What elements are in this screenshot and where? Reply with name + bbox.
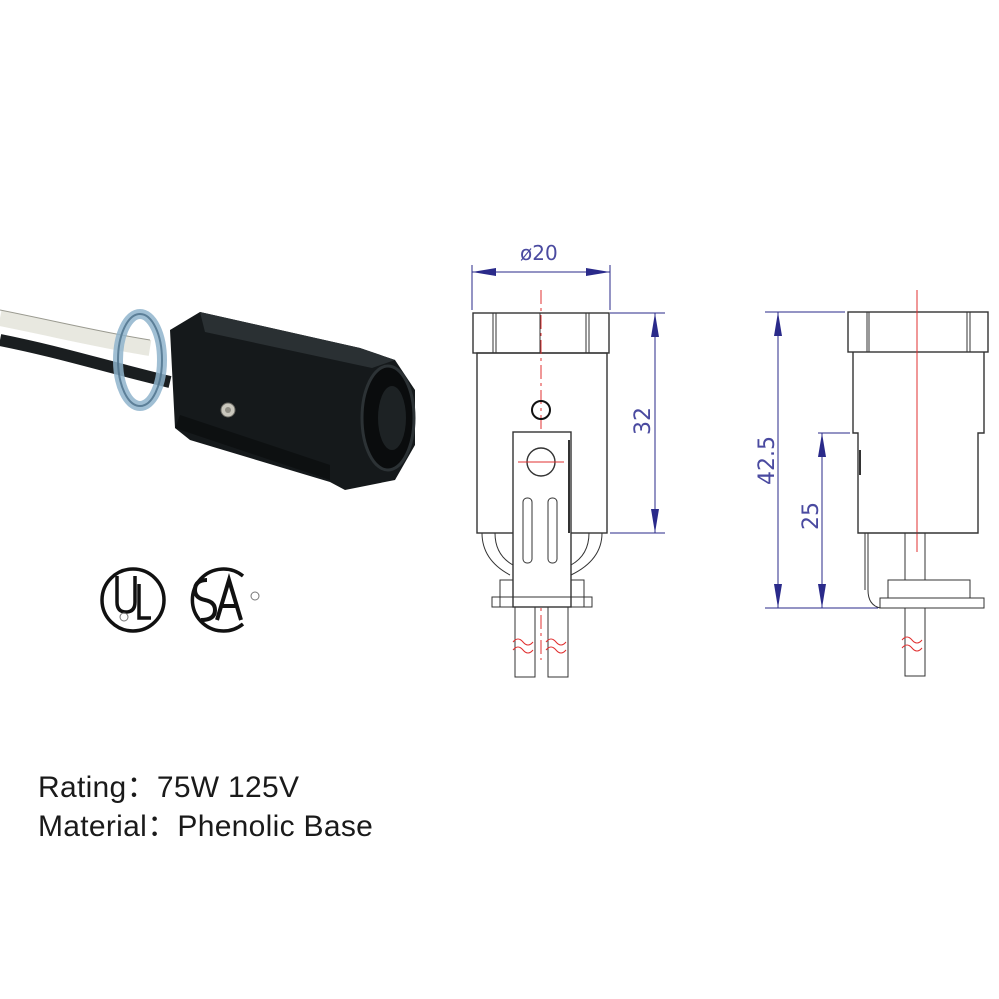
- overall-height-label: 42.5: [755, 436, 780, 485]
- lower-height-label: 25: [799, 502, 824, 530]
- material-label: Material：: [38, 810, 178, 843]
- material-value: Phenolic Base: [177, 810, 374, 843]
- certification-logos: [100, 567, 260, 633]
- rating-spec: Rating：75W 125V: [38, 762, 299, 806]
- rating-label: Rating：: [38, 771, 157, 804]
- diameter-label: ø20: [520, 241, 558, 265]
- side-view-drawing: 42.5 25: [755, 290, 989, 677]
- height-label: 32: [631, 407, 656, 435]
- material-spec: Material：Phenolic Base: [38, 801, 373, 845]
- csa-logo-icon: [190, 567, 260, 633]
- socket-photo: [0, 309, 416, 490]
- rating-value: 75W 125V: [156, 771, 300, 804]
- front-view-drawing: ø20 32: [471, 241, 665, 678]
- ul-logo-icon: [100, 567, 166, 633]
